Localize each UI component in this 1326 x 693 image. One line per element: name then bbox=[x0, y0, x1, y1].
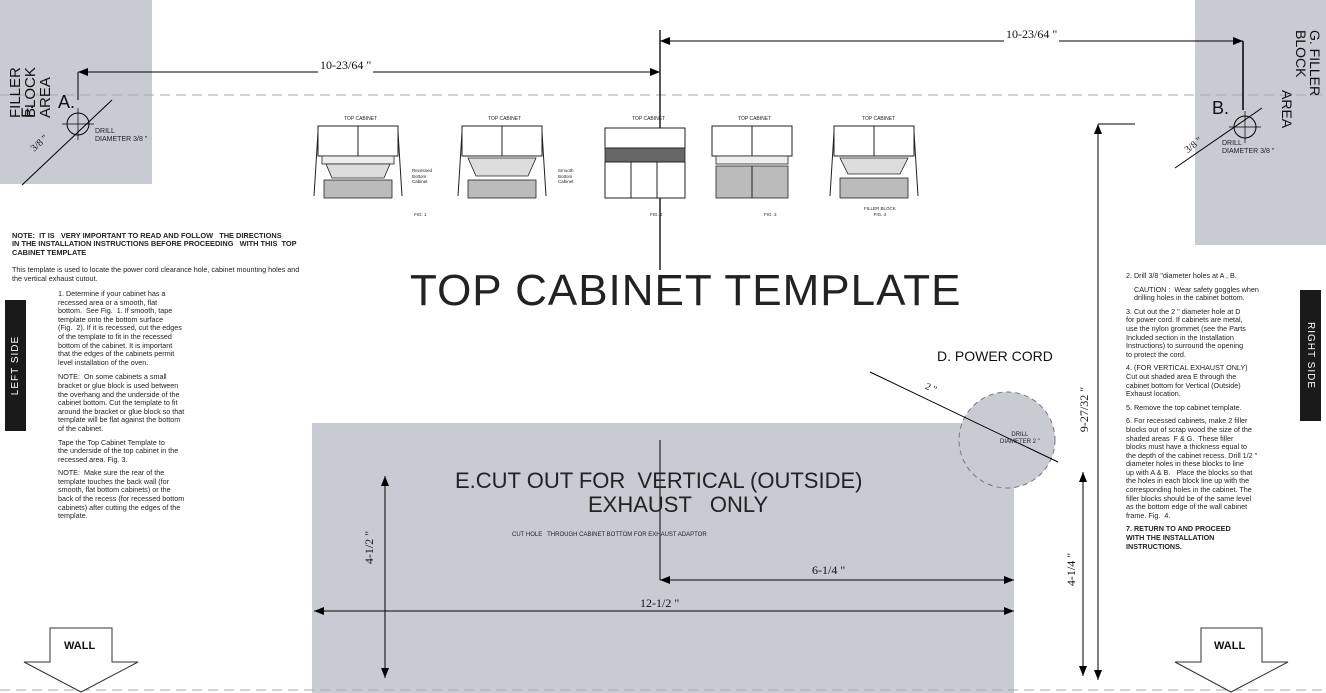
leader-line bbox=[21, 99, 113, 186]
figure-4-drawing bbox=[711, 125, 793, 199]
figure-3-header: TOP CABINET bbox=[632, 116, 666, 122]
dim-right-vertical: 9-27/32 " bbox=[1077, 384, 1093, 435]
right-step-3: 3. Cut out the 2 " diameter hole at D fo… bbox=[1126, 306, 1246, 359]
left-step-note-2: NOTE: Make sure the rear of the template… bbox=[58, 468, 185, 521]
figure-5-caption: FILLER BLOCK FIG. 4 bbox=[864, 206, 896, 217]
wall-label-right: WALL bbox=[1214, 640, 1246, 652]
arrowhead bbox=[78, 68, 88, 76]
figure-1-caption: FIG. 1 bbox=[414, 212, 427, 217]
figure-3-drawing bbox=[604, 127, 686, 199]
filler-right-line-2: AREA bbox=[1279, 90, 1295, 129]
filler-left-line-3: AREA bbox=[37, 77, 54, 118]
right-step-4: 4. (FOR VERTICAL EXHAUST ONLY) Cut out s… bbox=[1126, 363, 1248, 399]
dim-cutout-half-width: 6-1/4 " bbox=[812, 563, 846, 577]
right-step-caution: CAUTION : Wear safety goggles when drill… bbox=[1134, 284, 1259, 303]
left-step-tape: Tape the Top Cabinet Template to the und… bbox=[58, 437, 179, 464]
figure-2-header: TOP CABINET bbox=[488, 116, 522, 122]
figure-2-drawing bbox=[457, 125, 547, 199]
page-title: TOP CABINET TEMPLATE bbox=[410, 266, 962, 315]
arrowhead bbox=[1094, 124, 1102, 134]
right-step-6: 6. For recessed cabinets, make 2 filler … bbox=[1126, 416, 1258, 520]
right-step-7: 7. RETURN TO AND PROCEED WITH THE INSTAL… bbox=[1126, 524, 1231, 551]
arrowhead bbox=[381, 668, 389, 678]
figure-4-header: TOP CABINET bbox=[738, 116, 772, 122]
hole-a-label: A. bbox=[58, 92, 76, 112]
arrowhead bbox=[650, 68, 660, 76]
hole-b-label: B. bbox=[1212, 98, 1230, 118]
figure-3-caption: FIG. 2 bbox=[650, 212, 663, 217]
left-steps: 1. Determine if your cabinet has a reces… bbox=[58, 289, 248, 526]
wall-arrow-left bbox=[23, 627, 139, 693]
leader-line bbox=[1174, 107, 1263, 169]
arrowhead bbox=[660, 576, 670, 584]
hole-a-drill-label: DRILL DIAMETER 3/8 " bbox=[95, 128, 148, 143]
note-heading: NOTE: IT IS VERY IMPORTANT TO READ AND F… bbox=[12, 231, 297, 257]
power-cord-label: D. POWER CORD bbox=[937, 348, 1053, 364]
wall-arrow-right bbox=[1174, 627, 1289, 693]
hole-b-drill-label: DRILL DIAMETER 3/8 " bbox=[1222, 140, 1275, 155]
power-cord-drill-label: DRILL DIAMETER 2 " bbox=[1000, 432, 1040, 445]
figure-5-drawing bbox=[829, 125, 919, 199]
arrowhead bbox=[381, 476, 389, 486]
figure-5-header: TOP CABINET bbox=[862, 116, 896, 122]
right-side-tab: RIGHT SIDE bbox=[1300, 290, 1321, 421]
note-intro: This template is used to locate the powe… bbox=[12, 265, 300, 283]
figure-1-callout: Recessed Bottom Cabinet bbox=[412, 168, 433, 184]
arrowhead bbox=[1004, 576, 1014, 584]
wall-label-left: WALL bbox=[64, 640, 96, 652]
filler-left-letter: F. bbox=[18, 104, 37, 118]
left-step-note-1: NOTE: On some cabinets a small bracket o… bbox=[58, 372, 185, 433]
left-step-1: 1. Determine if your cabinet has a reces… bbox=[58, 289, 182, 367]
right-step-5: 5. Remove the top cabinet template. bbox=[1126, 402, 1242, 412]
right-side-label: RIGHT SIDE bbox=[1305, 321, 1317, 390]
figure-1-header: TOP CABINET bbox=[344, 116, 378, 122]
dim-cutout-height-right: 4-1/4 " bbox=[1064, 550, 1080, 589]
left-side-tab: LEFT SIDE bbox=[5, 300, 26, 431]
dim-top-right: 10-23/64 " bbox=[1004, 27, 1060, 42]
dim-cutout-width: 12-1/2 " bbox=[640, 596, 680, 610]
figure-4-caption: FIG. 3 bbox=[764, 212, 777, 217]
figure-2-callout: Smooth Bottom Cabinet bbox=[558, 168, 574, 184]
filler-block-area-left bbox=[0, 0, 152, 184]
cutout-title-line-1: E.CUT OUT FOR VERTICAL (OUTSIDE) bbox=[455, 468, 863, 493]
left-side-label: LEFT SIDE bbox=[10, 335, 22, 396]
arrowhead bbox=[1079, 472, 1087, 482]
filler-right-letter: G. bbox=[1307, 30, 1323, 45]
arrowhead bbox=[1004, 607, 1014, 615]
cutout-title-line-2: EXHAUST ONLY bbox=[588, 492, 769, 517]
arrowhead bbox=[314, 607, 324, 615]
power-cord-circle bbox=[958, 391, 1056, 489]
arrowhead bbox=[1233, 37, 1243, 45]
arrowhead bbox=[1094, 670, 1102, 680]
exhaust-cutout-area bbox=[312, 423, 1014, 693]
right-steps: 2. Drill 3/8 "diameter holes at A , B. C… bbox=[1126, 271, 1298, 556]
leader-line bbox=[869, 371, 1059, 463]
arrowhead bbox=[1079, 666, 1087, 676]
cutout-note: CUT HOLE THROUGH CABINET BOTTOM FOR EXHA… bbox=[512, 532, 707, 538]
figure-1-drawing bbox=[313, 125, 403, 199]
right-step-2: 2. Drill 3/8 "diameter holes at A , B. bbox=[1126, 271, 1237, 280]
filler-right-label: G. FILLER BLOCK AREA bbox=[1279, 30, 1323, 129]
dim-cutout-height-left: 4-1/2 " bbox=[362, 530, 377, 565]
filler-right-letter-line: G. FILLER BLOCK bbox=[1293, 30, 1323, 128]
dim-top-left: 10-23/64 " bbox=[318, 58, 374, 73]
arrowhead bbox=[660, 37, 670, 45]
